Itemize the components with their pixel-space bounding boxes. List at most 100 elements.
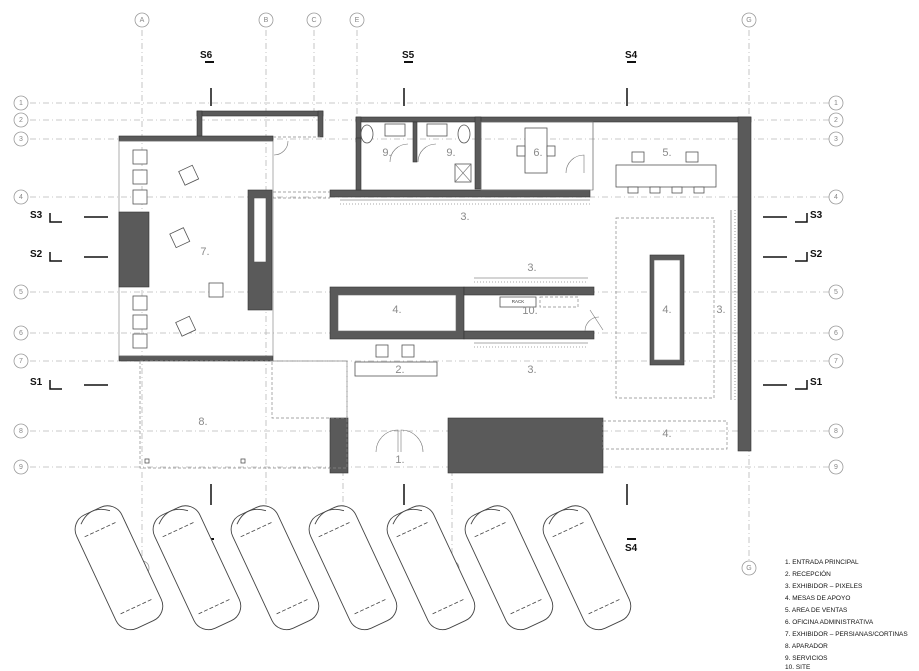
svg-text:S5: S5 [402,50,415,61]
legend: 1. ENTRADA PRINCIPAL 2. RECEPCIÓN 3. EXH… [785,559,908,671]
grid-bubble-A-top: A [134,12,150,28]
svg-text:1: 1 [19,100,23,107]
grid-bubble-8-right: 8 [828,423,844,439]
section-marker-s3-left: S3 [30,210,108,223]
svg-text:8: 8 [19,428,23,435]
svg-text:C: C [311,17,316,24]
room-label-exhibidor-3: 3. [527,364,536,376]
grid-bubble-B-top: B [258,12,274,28]
legend-item: 1. ENTRADA PRINCIPAL [785,559,859,566]
room-label-exhibidor-4: 3. [716,304,725,316]
grid-bubble-7-left: 7 [13,353,29,369]
legend-item: 2. RECEPCIÓN [785,569,831,578]
exhibitor-pixeles [340,199,736,400]
grid-bubble-2-left: 2 [13,112,29,128]
room-label-mesas-1: 4. [392,304,401,316]
svg-text:2: 2 [19,117,23,124]
grid-bubble-5-left: 5 [13,284,29,300]
section-marker-s4-top: S4 [625,50,638,106]
grid-bubble-7-right: 7 [828,353,844,369]
svg-text:S3: S3 [30,210,43,221]
grid-bubble-6-right: 6 [828,325,844,341]
svg-text:S1: S1 [810,377,823,388]
grid-bubble-6-left: 6 [13,325,29,341]
rack-label: RACK [512,299,525,304]
furniture [118,123,717,464]
grid-bubble-E-top: E [349,12,365,28]
svg-text:4: 4 [19,194,23,201]
svg-text:A: A [140,17,145,24]
svg-text:6: 6 [19,330,23,337]
legend-item: 4. MESAS DE APOYO [785,595,850,602]
grid-bubble-C-top: C [306,12,322,28]
legend-item: 9. SERVICIOS [785,655,828,662]
grid-bubble-4-right: 4 [828,189,844,205]
svg-text:S1: S1 [30,377,43,388]
grid-bubble-8-left: 8 [13,423,29,439]
legend-item: 8. APARADOR [785,643,828,650]
grid-bubble-1-left: 1 [13,95,29,111]
car [74,505,164,631]
legend-item: 10. SITE [785,664,811,671]
svg-text:S3: S3 [810,210,823,221]
svg-text:5: 5 [19,289,23,296]
svg-text:S4: S4 [625,50,638,61]
room-label-servicios-1: 9. [382,147,391,159]
room-label-servicios-2: 9. [446,147,455,159]
grid-bubble-3-left: 3 [13,131,29,147]
svg-text:7: 7 [19,358,23,365]
room-label-aparador: 8. [198,416,207,428]
room-label-entrada: 1. [395,454,404,466]
legend-item: 6. OFICINA ADMINISTRATIVA [785,619,874,626]
outlines [118,121,728,469]
section-marker-s2-right: S2 [763,249,823,262]
svg-text:3: 3 [834,136,838,143]
car [152,505,242,631]
legend-item: 3. EXHIBIDOR – PIXELES [785,583,863,590]
grid-rows [30,102,830,468]
room-label-ventas: 5. [662,147,671,159]
room-label-oficina: 6. [533,147,542,159]
room-label-mesas-3: 4. [662,428,671,440]
svg-text:3: 3 [19,136,23,143]
svg-text:1: 1 [834,100,838,107]
svg-text:B: B [264,17,269,24]
svg-text:5: 5 [834,289,838,296]
grid-bubble-9-right: 9 [828,459,844,475]
svg-text:2: 2 [834,117,838,124]
svg-text:G: G [746,565,751,572]
room-label-exhibidor-1: 3. [460,211,469,223]
svg-text:9: 9 [834,464,838,471]
doors [273,140,600,453]
car [230,505,320,631]
grid-bubble-5-right: 5 [828,284,844,300]
parking-cars [74,505,632,631]
room-label-site: 10. [522,305,537,317]
svg-text:7: 7 [834,358,838,365]
svg-text:S4: S4 [625,543,638,554]
svg-text:6: 6 [834,330,838,337]
section-marker-s2-left: S2 [30,249,108,262]
room-label-persianas: 7. [200,246,209,258]
grid-bubble-G-bottom: G [741,560,757,576]
grid-bubble-4-left: 4 [13,189,29,205]
grid-bubble-2-right: 2 [828,112,844,128]
room-label-recepcion: 2. [395,364,404,376]
legend-item: 7. EXHIBIDOR – PERSIANAS/CORTINAS [785,631,908,638]
svg-text:S2: S2 [30,249,43,260]
svg-text:G: G [746,17,751,24]
grid-bubble-1-right: 1 [828,95,844,111]
svg-text:9: 9 [19,464,23,471]
room-label-mesas-2: 4. [662,304,671,316]
svg-text:8: 8 [834,428,838,435]
svg-text:4: 4 [834,194,838,201]
grid-bubble-9-left: 9 [13,459,29,475]
svg-text:E: E [355,17,360,24]
car [464,505,554,631]
section-marker-s5-top: S5 [402,50,415,106]
car [542,505,632,631]
grid-bubble-3-right: 3 [828,131,844,147]
car [386,505,476,631]
section-marker-s6-top: S6 [200,50,214,106]
section-marker-s3-right: S3 [763,210,823,223]
